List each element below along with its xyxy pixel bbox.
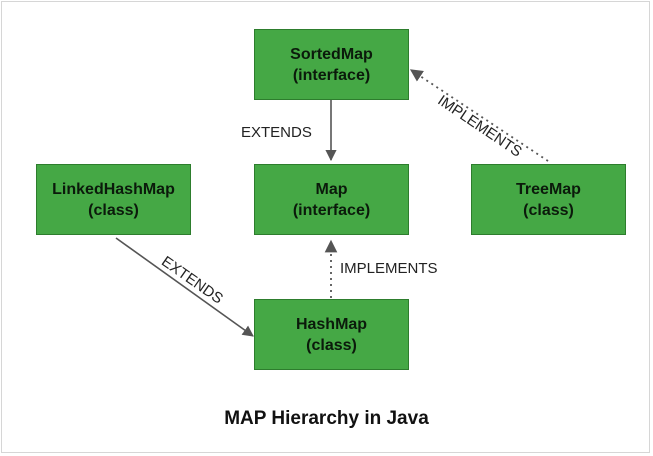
node-linkedhashmap: LinkedHashMap (class) [36, 164, 191, 235]
diagram-caption: MAP Hierarchy in Java [224, 408, 429, 429]
edge-linkedhashmap-hashmap [115, 237, 254, 337]
node-treemap-name: TreeMap [516, 180, 581, 198]
node-sortedmap-name: SortedMap [290, 45, 373, 63]
node-hashmap-kind: (class) [306, 336, 357, 354]
node-sortedmap: SortedMap (interface) [254, 29, 409, 100]
label-implements-hashmap-map: IMPLEMENTS [340, 260, 438, 277]
node-sortedmap-kind: (interface) [292, 66, 371, 84]
node-linkedhashmap-name: LinkedHashMap [52, 180, 175, 198]
label-extends-sortedmap-map: EXTENDS [241, 124, 312, 141]
node-hashmap: HashMap (class) [254, 299, 409, 370]
node-hashmap-name: HashMap [295, 315, 368, 333]
node-map-name: Map [315, 180, 348, 198]
node-map: Map (interface) [254, 164, 409, 235]
node-map-kind: (interface) [292, 201, 371, 219]
node-treemap: TreeMap (class) [471, 164, 626, 235]
node-treemap-kind: (class) [523, 201, 574, 219]
node-linkedhashmap-kind: (class) [88, 201, 139, 219]
